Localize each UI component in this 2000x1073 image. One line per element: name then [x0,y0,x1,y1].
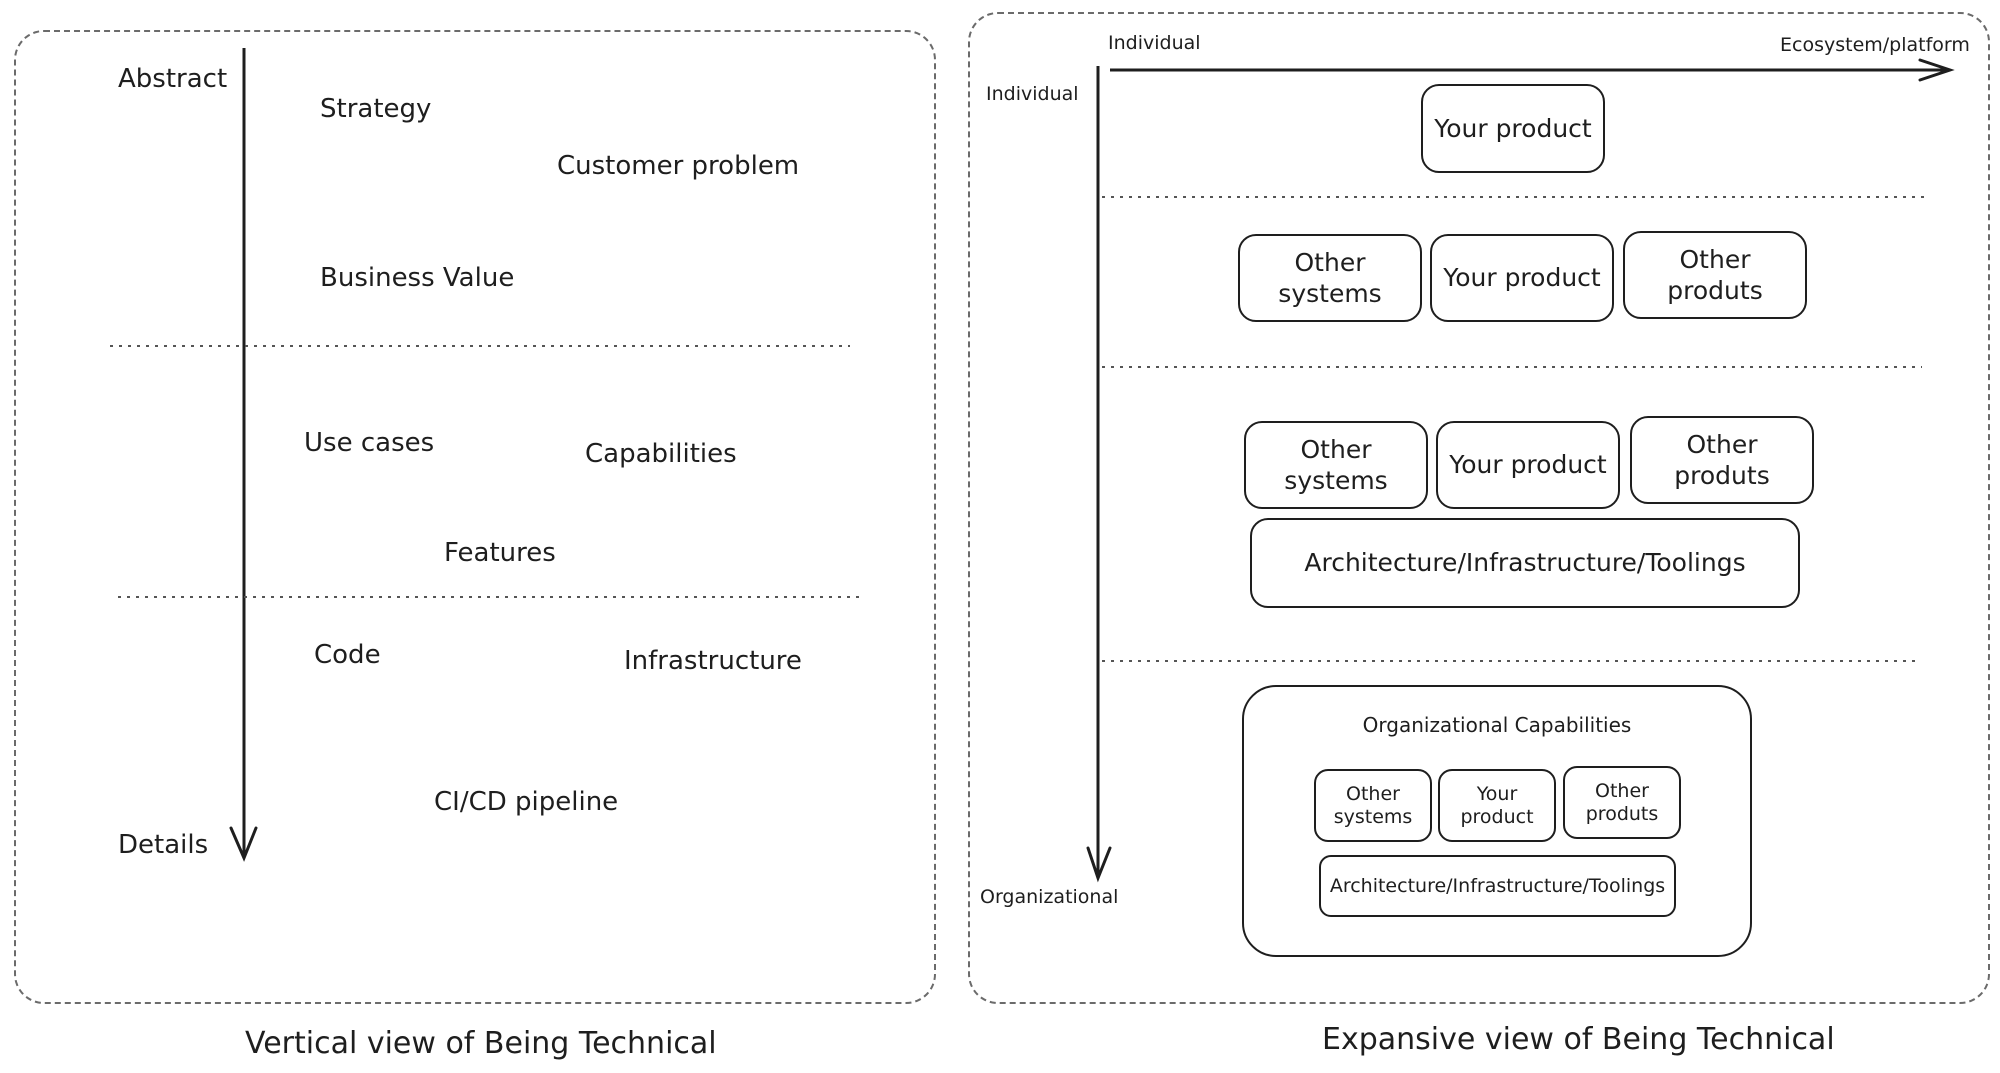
label-customer-problem: Customer problem [557,151,800,181]
label-capabilities: Capabilities [585,439,737,469]
level3-other-products-box: Other produts [1630,416,1814,504]
label-use-cases: Use cases [304,428,435,458]
axis-label-details: Details [118,830,209,860]
abstract-details-arrowhead [229,826,258,862]
organizational-capabilities-box: Organizational Capabilities [1242,685,1752,957]
individual-ecosystem-arrowhead [1918,58,1955,82]
expansive-view-frame [968,12,1990,1004]
level3-your-product-box: Your product [1436,421,1620,509]
axis-label-abstract: Abstract [118,64,228,94]
x-axis-label-individual: Individual [1108,32,1201,54]
level4-your-product-box: Your product [1438,769,1556,842]
individual-organizational-arrowhead [1086,846,1112,883]
label-code: Code [314,640,381,670]
label-features: Features [444,538,556,568]
level2-other-products-box: Other produts [1623,231,1807,319]
label-cicd-pipeline: CI/CD pipeline [434,787,619,817]
organizational-capabilities-title: Organizational Capabilities [1362,713,1632,737]
level1-your-product-box: Your product [1421,84,1605,173]
level2-other-systems-box: Other systems [1238,234,1422,322]
y-axis-label-organizational: Organizational [980,886,1119,908]
expansive-view-caption: Expansive view of Being Technical [1322,1022,1835,1057]
label-infrastructure: Infrastructure [624,646,802,676]
level3-architecture-box: Architecture/Infrastructure/Toolings [1250,518,1800,608]
label-strategy: Strategy [320,94,432,124]
vertical-view-caption: Vertical view of Being Technical [245,1026,717,1061]
level3-other-systems-box: Other systems [1244,421,1428,509]
label-business-value: Business Value [320,263,515,293]
level2-your-product-box: Your product [1430,234,1614,322]
vertical-view-frame [14,30,936,1004]
level4-architecture-box: Architecture/Infrastructure/Toolings [1319,855,1676,917]
x-axis-label-ecosystem: Ecosystem/platform [1780,34,1970,56]
level4-other-products-box: Other produts [1563,766,1681,839]
level4-other-systems-box: Other systems [1314,769,1432,842]
y-axis-label-individual: Individual [986,83,1079,105]
